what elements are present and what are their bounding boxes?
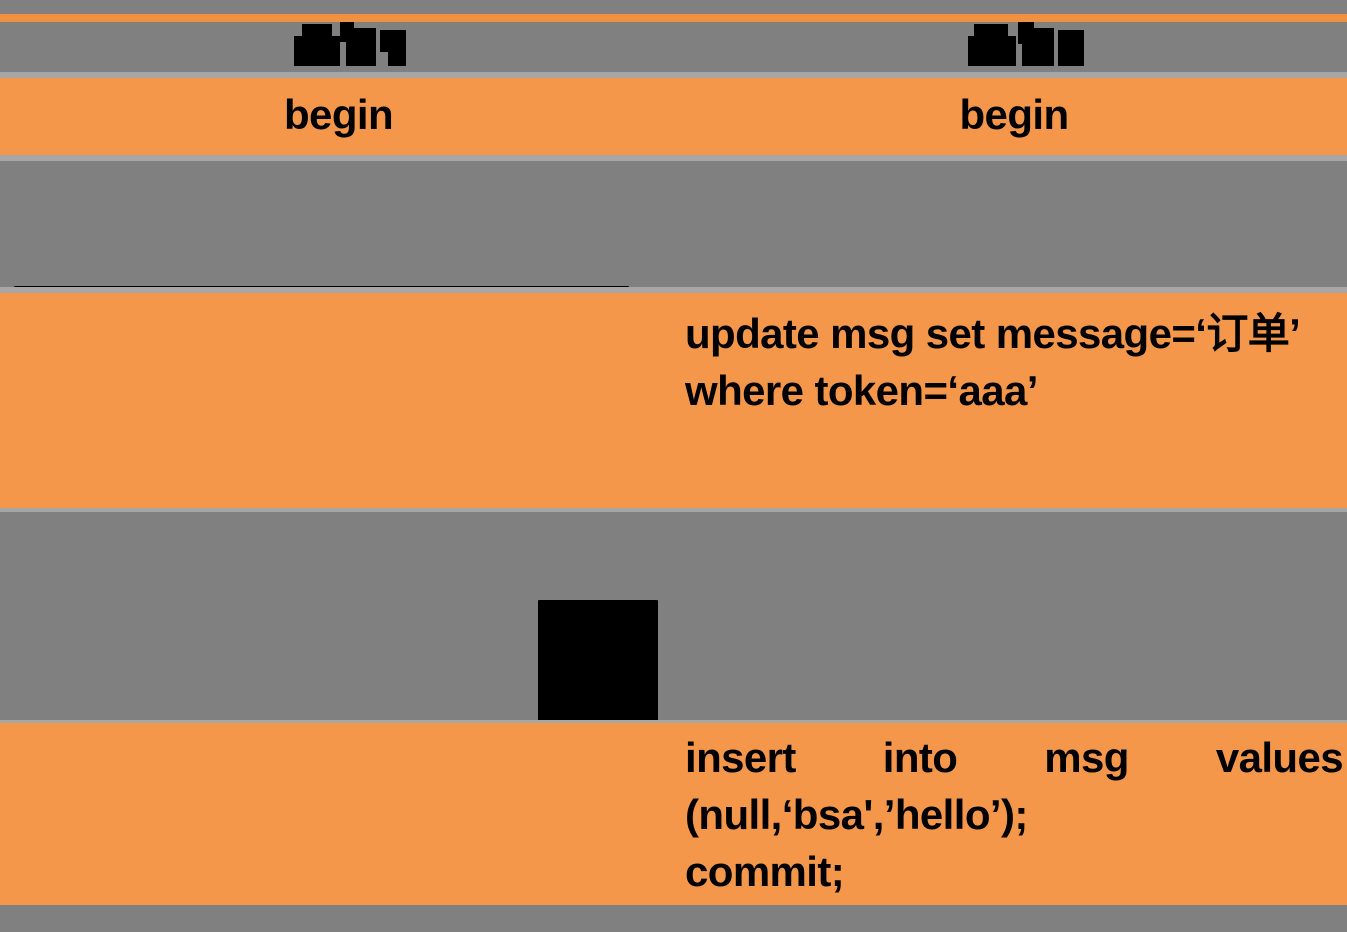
divider-5 (0, 720, 1347, 723)
cell-right-insert: insert into msg values (null,‘bsa',’hell… (673, 723, 1347, 905)
sql-statement-left-begin: begin (284, 91, 394, 138)
table-row-begin: begin begin (0, 78, 1347, 155)
top-gray-strip (0, 0, 1347, 14)
redacted-text: update msg set message=‘订单’ (14, 279, 630, 287)
cell-left-begin: begin (0, 78, 673, 155)
bottom-gray-strip (0, 905, 1347, 932)
sql-line-right-update-1: update msg set message=‘订单’ (685, 310, 1301, 357)
sql-line-right-insert-1: insert into msg values (685, 734, 1344, 781)
column-header-b: 事务B (685, 22, 1343, 66)
redacted-text: insert into msg values (538, 573, 658, 720)
sql-line-left-insert-1: insert into msg values (14, 516, 658, 720)
cell-right-empty-1 (673, 161, 1347, 287)
table-row-insert-right: insert into msg values (null,‘bsa',’hell… (0, 723, 1347, 905)
header-cell-left: 事务A (0, 22, 673, 72)
cell-left-empty-2 (0, 723, 673, 905)
table-row-update-right: update msg set message=‘订单’ where token=… (0, 293, 1347, 508)
sql-statement-right-begin: begin (959, 91, 1070, 138)
cell-right-update: update msg set message=‘订单’ where token=… (673, 293, 1347, 508)
table-row-update-left: update msg set message=‘订单’ where token=… (0, 161, 1347, 287)
sql-line-right-insert-3: commit; (685, 848, 845, 895)
table-row-header: 事务A 事务B (0, 22, 1347, 72)
sql-line-right-update-2: where token=‘aaa’ (685, 367, 1038, 414)
table-row-insert-left: insert into msg values (null,‘aaa’,’hell… (0, 512, 1347, 720)
header-cell-right: 事务B (673, 22, 1347, 72)
cell-right-begin: begin (673, 78, 1347, 155)
column-header-a: 事务A (14, 22, 663, 66)
redacted-header-b: 事务B (960, 22, 1084, 66)
sql-line-left-update-1: update msg set message=‘订单’ (14, 165, 663, 287)
cell-left-insert: insert into msg values (null,‘aaa’,’hell… (0, 512, 673, 720)
cell-left-empty-1 (0, 293, 673, 508)
redacted-header-a: 事务A (284, 22, 407, 66)
sql-line-right-insert-2: (null,‘bsa',’hello’); (685, 791, 1028, 838)
divider-2 (0, 155, 1347, 161)
divider-3 (0, 287, 1347, 293)
cell-right-empty-2 (673, 512, 1347, 720)
divider-1 (0, 72, 1347, 78)
divider-4 (0, 508, 1347, 512)
cell-left-update: update msg set message=‘订单’ where token=… (0, 161, 673, 287)
top-orange-rule (0, 14, 1347, 22)
